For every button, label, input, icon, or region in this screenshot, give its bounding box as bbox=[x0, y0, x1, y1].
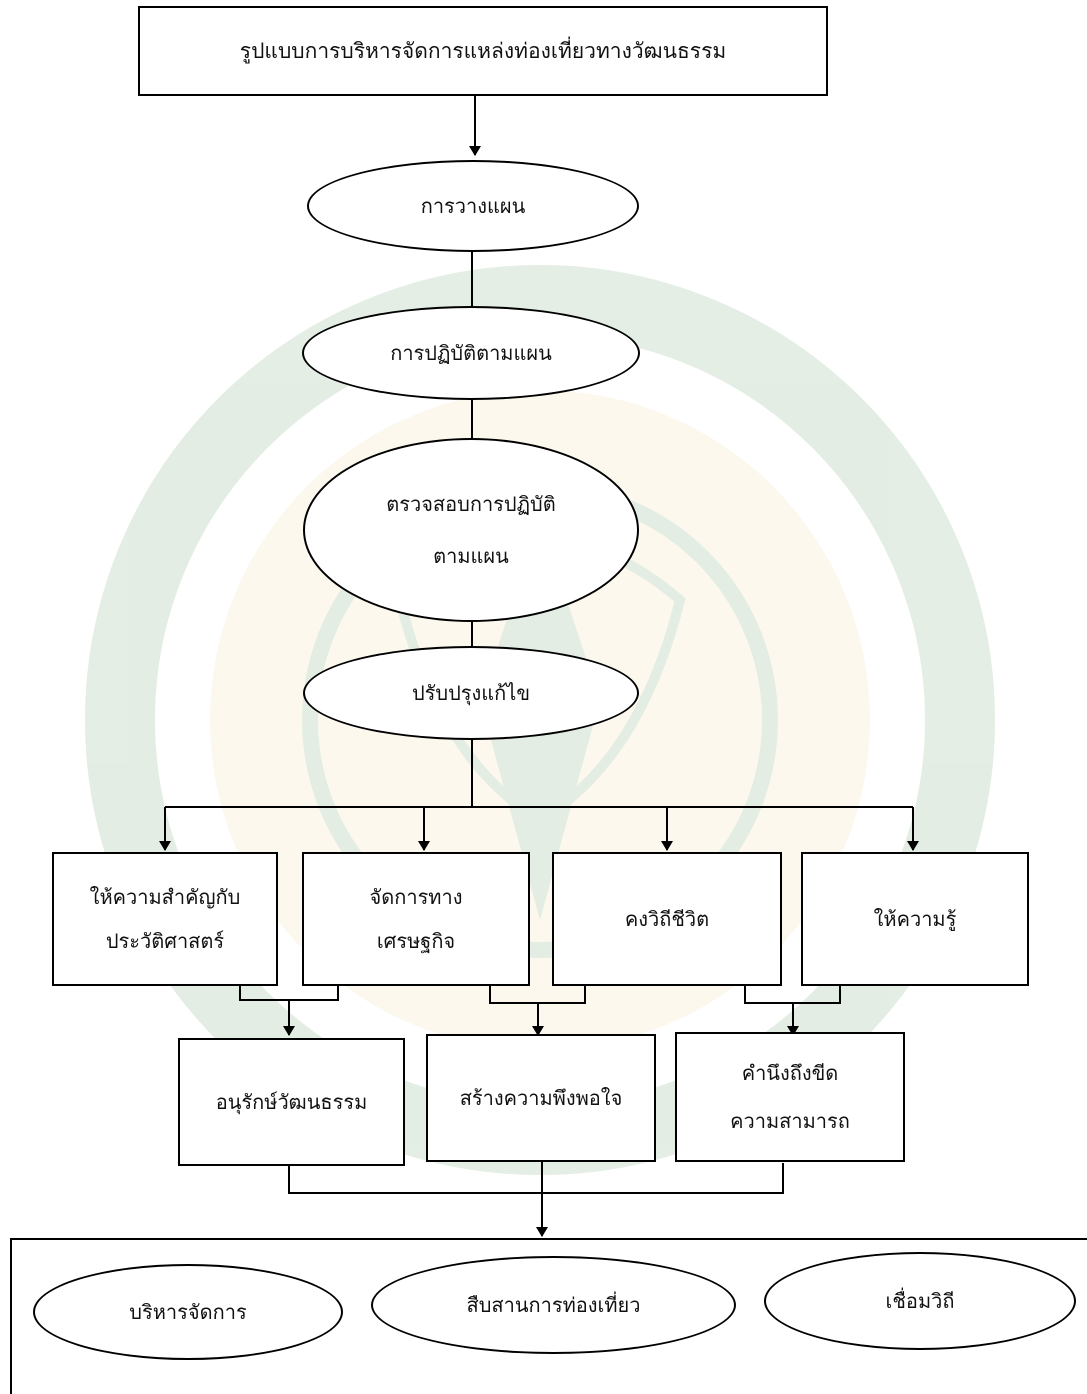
merge-results bbox=[288, 1163, 784, 1194]
merge-factors-3-4 bbox=[744, 985, 841, 1004]
factor-way-of-life-box: คงวิถีชีวิต bbox=[552, 852, 782, 986]
outcome-label: สืบสานการท่องเที่ยว bbox=[466, 1293, 641, 1317]
implementation-oval: การปฏิบัติตามแผน bbox=[302, 306, 640, 400]
outcome-management-oval: บริหารจัดการ bbox=[33, 1264, 343, 1360]
outcome-tourism-continuation-oval: สืบสานการท่องเที่ยว bbox=[371, 1256, 736, 1354]
factor-label: จัดการทาง เศรษฐกิจ bbox=[369, 885, 463, 953]
improve-oval: ปรับปรุงแก้ไข bbox=[303, 646, 639, 740]
outcome-label: เชื่อมวิถี bbox=[885, 1289, 955, 1313]
title-text: รูปแบบการบริหารจัดการแหล่งท่องเที่ยวทางว… bbox=[239, 39, 727, 63]
merge-factors-2-3 bbox=[489, 985, 586, 1004]
factor-label: คงวิถีชีวิต bbox=[624, 907, 710, 931]
factor-knowledge-box: ให้ความรู้ bbox=[801, 852, 1029, 986]
check-label: ตรวจสอบการปฏิบัติ ตามแผน bbox=[386, 492, 556, 568]
factor-history-box: ให้ความสำคัญกับ ประวัติศาสตร์ bbox=[52, 852, 278, 986]
outcome-label: บริหารจัดการ bbox=[129, 1300, 247, 1324]
check-oval: ตรวจสอบการปฏิบัติ ตามแผน bbox=[303, 438, 639, 622]
planning-label: การวางแผน bbox=[420, 194, 526, 218]
factor-economy-box: จัดการทาง เศรษฐกิจ bbox=[302, 852, 530, 986]
result-label: สร้างความพึงพอใจ bbox=[459, 1086, 623, 1110]
planning-oval: การวางแผน bbox=[307, 160, 639, 252]
result-label: คำนึงถึงขีด ความสามารถ bbox=[730, 1061, 850, 1133]
result-capacity-box: คำนึงถึงขีด ความสามารถ bbox=[675, 1032, 905, 1162]
improve-label: ปรับปรุงแก้ไข bbox=[411, 681, 531, 705]
outcome-connect-ways-oval: เชื่อมวิถี bbox=[764, 1252, 1076, 1350]
result-label: อนุรักษ์วัฒนธรรม bbox=[215, 1090, 368, 1114]
factor-label: ให้ความรู้ bbox=[873, 907, 957, 931]
title-box: รูปแบบการบริหารจัดการแหล่งท่องเที่ยวทางว… bbox=[138, 6, 828, 96]
implementation-label: การปฏิบัติตามแผน bbox=[390, 341, 552, 365]
factor-label: ให้ความสำคัญกับ ประวัติศาสตร์ bbox=[89, 885, 241, 953]
merge-factors-1-2 bbox=[239, 985, 339, 1001]
result-satisfaction-box: สร้างความพึงพอใจ bbox=[426, 1034, 656, 1162]
result-conserve-culture-box: อนุรักษ์วัฒนธรรม bbox=[178, 1038, 405, 1166]
